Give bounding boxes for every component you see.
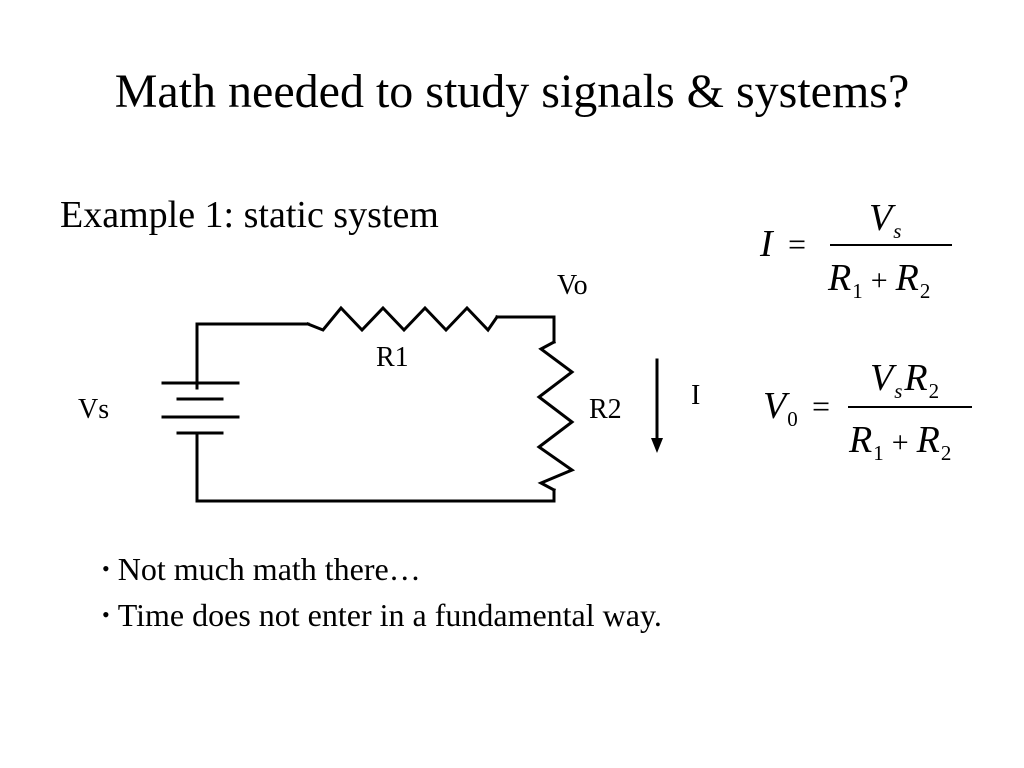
resistor-r2 — [536, 339, 576, 493]
bullet-item: •Time does not enter in a fundamental wa… — [102, 597, 662, 633]
slide-title: Math needed to study signals & systems? — [114, 65, 910, 118]
resistor-r1 — [306, 305, 500, 333]
bullet-item: •Not much math there… — [102, 551, 421, 587]
slide-subtitle: Example 1: static system — [60, 194, 439, 236]
eq1-numerator: Vs — [869, 197, 902, 243]
label-vs: Vs — [78, 394, 110, 425]
eq2-fraction-bar — [848, 406, 972, 408]
wire-top-left — [195, 322, 310, 390]
wire-bottom — [195, 433, 556, 503]
label-vo: Vo — [557, 270, 588, 301]
eq2-numerator: VsR2 — [870, 357, 940, 403]
eq2-lhs: V0 — [763, 385, 798, 431]
bullet-list: •Not much math there… •Time does not ent… — [102, 546, 662, 638]
bullet-dot-icon: • — [102, 602, 110, 627]
label-r1: R1 — [376, 342, 409, 373]
eq2-denominator: R1+R2 — [849, 419, 952, 465]
eq1-fraction-bar — [830, 244, 952, 246]
eq1-lhs: I — [760, 223, 773, 265]
label-r2: R2 — [589, 394, 622, 425]
label-current: I — [691, 380, 701, 411]
eq2-equals: = — [812, 388, 831, 424]
eq1-denominator: R1+R2 — [828, 257, 931, 303]
eq1-equals: = — [788, 226, 807, 262]
current-arrow-head — [651, 438, 663, 453]
bullet-dot-icon: • — [102, 556, 110, 581]
wire-top-right — [495, 315, 556, 344]
